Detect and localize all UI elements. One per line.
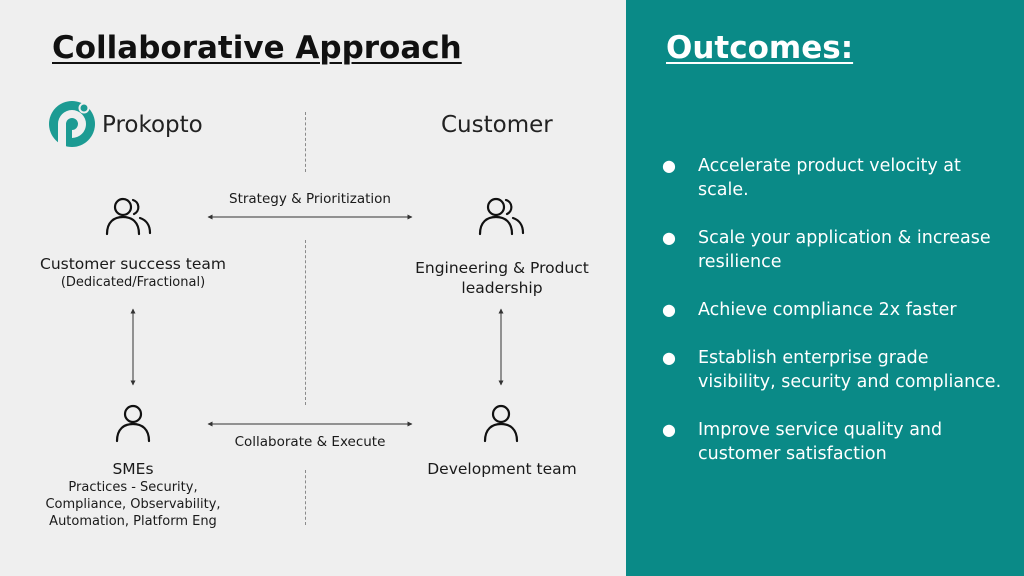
outcome-item: ● Establish enterprise grade visibility, … <box>662 346 1006 394</box>
bullet-icon: ● <box>662 348 676 367</box>
node-title: Customer success team <box>40 255 226 273</box>
outcome-item: ● Improve service quality and customer sa… <box>662 418 1006 466</box>
outcomes-title: Outcomes: <box>666 30 854 66</box>
customer-heading: Customer <box>441 112 553 138</box>
node-customer-success: Customer success team (Dedicated/Fractio… <box>23 254 243 291</box>
prokopto-logo <box>49 101 95 150</box>
collaborate-label: Collaborate & Execute <box>234 434 386 450</box>
bullet-icon: ● <box>662 300 676 319</box>
divider-segment <box>305 240 306 405</box>
node-title: Engineering & Product <box>415 259 589 277</box>
divider-segment <box>305 112 306 172</box>
node-subtitle: (Dedicated/Fractional) <box>60 275 206 290</box>
outcome-text: Establish enterprise grade visibility, s… <box>698 348 1002 392</box>
node-smes: SMEs Practices - Security, Compliance, O… <box>23 459 243 530</box>
users-icon <box>105 197 152 236</box>
outcome-text: Achieve compliance 2x faster <box>698 300 957 320</box>
bullet-icon: ● <box>662 228 676 247</box>
node-title: SMEs <box>112 460 154 478</box>
node-subtitle: Practices - Security, <box>68 480 198 495</box>
connector-arrows <box>130 214 504 427</box>
bullet-icon: ● <box>662 420 676 439</box>
outcomes-list: ● Accelerate product velocity at scale. ●… <box>662 154 1006 490</box>
divider-segment <box>305 470 306 525</box>
node-subtitle: Automation, Platform Eng <box>49 514 217 529</box>
node-title: Development team <box>427 460 577 478</box>
user-icon <box>115 404 151 443</box>
strategy-label: Strategy & Prioritization <box>229 191 391 207</box>
outcomes-panel: Outcomes: ● Accelerate product velocity a… <box>626 0 1024 576</box>
node-engineering-product: Engineering & Product leadership <box>392 258 612 298</box>
user-icon <box>483 404 519 443</box>
outcome-item: ● Scale your application & increase resil… <box>662 226 1006 274</box>
outcome-text: Accelerate product velocity at scale. <box>698 156 961 200</box>
bullet-icon: ● <box>662 156 676 175</box>
page-title: Collaborative Approach <box>52 30 462 66</box>
diagram-panel: Collaborative Approach Prokopto Customer… <box>23 30 612 530</box>
node-development-team: Development team <box>392 459 612 479</box>
brand-name: Prokopto <box>102 112 203 138</box>
node-title: leadership <box>461 279 543 297</box>
node-subtitle: Compliance, Observability, <box>45 497 221 512</box>
outcome-text: Improve service quality and customer sat… <box>698 420 943 464</box>
outcome-item: ● Accelerate product velocity at scale. <box>662 154 1006 202</box>
users-icon <box>478 197 525 236</box>
outcome-text: Scale your application & increase resili… <box>698 228 991 272</box>
outcome-item: ● Achieve compliance 2x faster <box>662 298 1006 322</box>
